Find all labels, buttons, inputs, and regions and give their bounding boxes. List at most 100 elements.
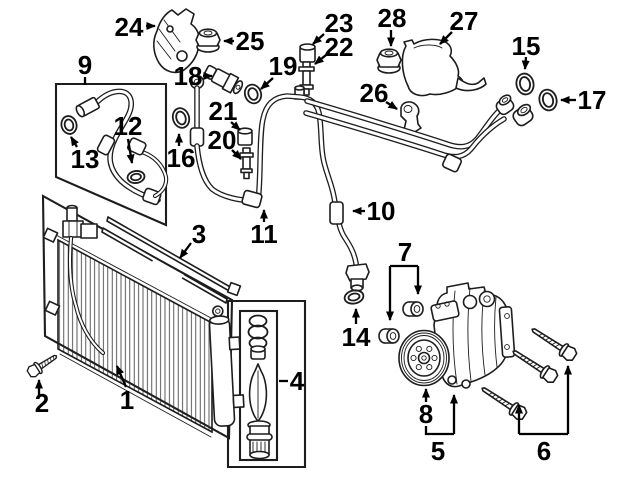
callout-2-label[interactable]: 2 <box>35 388 49 418</box>
tank-plug <box>212 305 224 317</box>
callout-18-label[interactable]: 18 <box>174 61 203 91</box>
tank-tab-lower <box>232 394 245 409</box>
callout-21-label[interactable]: 21 <box>209 96 238 126</box>
callout-15[interactable]: 15 <box>512 31 541 70</box>
callout-27-label[interactable]: 27 <box>450 6 479 36</box>
kit-oring-1 <box>248 314 268 328</box>
callout-3-label[interactable]: 3 <box>192 219 206 249</box>
callout-23[interactable]: 23 <box>312 8 354 45</box>
callout-20[interactable]: 20 <box>208 125 242 160</box>
junction-ferrule <box>241 189 263 209</box>
oring-17-drawing <box>538 88 558 112</box>
callout-26-label[interactable]: 26 <box>360 78 389 108</box>
callout-15-label[interactable]: 15 <box>512 31 541 61</box>
callout-14-label[interactable]: 14 <box>342 322 371 352</box>
condenser-bottom-rail <box>59 353 212 438</box>
callout-12-label[interactable]: 12 <box>114 111 143 141</box>
callout-16[interactable]: 16 <box>167 133 196 173</box>
kit-filter-bottom <box>249 450 270 460</box>
callout-9[interactable]: 9 <box>78 50 92 85</box>
condenser-drawing <box>42 204 245 438</box>
callout-21[interactable]: 21 <box>209 96 241 131</box>
condenser-core <box>57 238 213 434</box>
callout-23-label[interactable]: 23 <box>325 8 354 38</box>
callout-8-label[interactable]: 8 <box>419 399 433 429</box>
rear-plate-bolt-2 <box>504 344 510 350</box>
callout-5-bracket <box>424 426 454 436</box>
port-lower <box>512 103 534 127</box>
callout-8[interactable]: 8 <box>419 388 433 429</box>
callout-6-label[interactable]: 6 <box>537 436 551 466</box>
callout-1[interactable]: 1 <box>115 365 134 415</box>
callout-24-label[interactable]: 24 <box>115 12 144 42</box>
callout-7[interactable]: 7 <box>386 237 422 321</box>
port-lower-face <box>516 103 532 117</box>
callout-13[interactable]: 13 <box>70 136 100 174</box>
callout-11-label[interactable]: 11 <box>250 219 278 249</box>
compressor-port-2-hole <box>483 295 491 303</box>
bolt-6c-threads <box>488 392 510 407</box>
callout-22[interactable]: 22 <box>314 32 354 65</box>
bushing-7a-face <box>386 328 400 344</box>
callout-16-label[interactable]: 16 <box>167 143 196 173</box>
fitting-face <box>75 104 86 118</box>
mount-tab-left-upper <box>42 227 59 243</box>
callout-4[interactable]: 4 <box>279 366 305 396</box>
hose-10-end-hex <box>345 263 370 282</box>
callout-19[interactable]: 19 <box>260 51 298 90</box>
hose-9-branch-fill <box>141 151 168 197</box>
callout-15-arrow <box>521 56 530 70</box>
callout-3[interactable]: 3 <box>179 219 206 259</box>
callout-9-label[interactable]: 9 <box>78 50 92 80</box>
callout-2[interactable]: 2 <box>35 379 49 418</box>
callout-28[interactable]: 28 <box>378 3 407 47</box>
callout-3-arrow <box>179 242 192 259</box>
callout-7-label[interactable]: 7 <box>398 237 412 267</box>
callout-17-label[interactable]: 17 <box>578 85 607 115</box>
pulley-hub <box>417 351 431 365</box>
clip-26-face <box>403 105 413 113</box>
callout-13-label[interactable]: 13 <box>71 144 100 174</box>
callout-19-label[interactable]: 19 <box>269 51 298 81</box>
cap-23-top <box>299 43 316 51</box>
inlet-side-block <box>80 223 98 239</box>
callout-20-label[interactable]: 20 <box>208 125 237 155</box>
bracket-24-hole-2 <box>166 25 174 33</box>
callout-22-label[interactable]: 22 <box>325 32 354 62</box>
callout-25-label[interactable]: 25 <box>236 26 265 56</box>
clutch-pulley-drawing <box>398 329 450 387</box>
hose-9-end-ferrule <box>142 187 162 206</box>
callout-28-label[interactable]: 28 <box>378 3 407 33</box>
callout-25[interactable]: 25 <box>223 26 265 56</box>
bushing-7a-hole <box>389 332 397 340</box>
kit-filter-ribs <box>252 441 266 455</box>
callout-26[interactable]: 26 <box>360 78 398 110</box>
callout-24[interactable]: 24 <box>115 12 156 42</box>
callout-10-label[interactable]: 10 <box>367 196 396 226</box>
callout-11[interactable]: 11 <box>250 209 278 249</box>
callout-1-label[interactable]: 1 <box>120 385 134 415</box>
bolt-6b-drawing <box>512 350 559 384</box>
callout-27[interactable]: 27 <box>439 6 479 45</box>
callout-6[interactable]: 6 <box>515 365 572 466</box>
callout-18[interactable]: 18 <box>174 61 213 91</box>
bolt-6b-threads <box>519 355 541 370</box>
oring-19-drawing <box>243 83 263 105</box>
callout-5-label[interactable]: 5 <box>431 436 445 466</box>
port-lower-hole <box>520 106 528 114</box>
compressor-rear-plate <box>498 306 516 358</box>
pulley-face <box>407 339 441 377</box>
callout-10[interactable]: 10 <box>352 196 396 226</box>
callout-5[interactable]: 5 <box>424 394 458 466</box>
bushing-7a-drawing <box>378 328 400 344</box>
callout-12[interactable]: 12 <box>114 111 143 164</box>
cap-21-top <box>237 127 253 135</box>
pulley-hole-2 <box>426 364 433 371</box>
clip-26-drawing <box>400 101 422 134</box>
callout-4-label[interactable]: 4 <box>290 366 305 396</box>
callout-17[interactable]: 17 <box>560 85 607 115</box>
hose-9-ferrule <box>96 134 116 156</box>
callout-14[interactable]: 14 <box>342 308 371 352</box>
bracket-24-outline <box>153 8 200 74</box>
